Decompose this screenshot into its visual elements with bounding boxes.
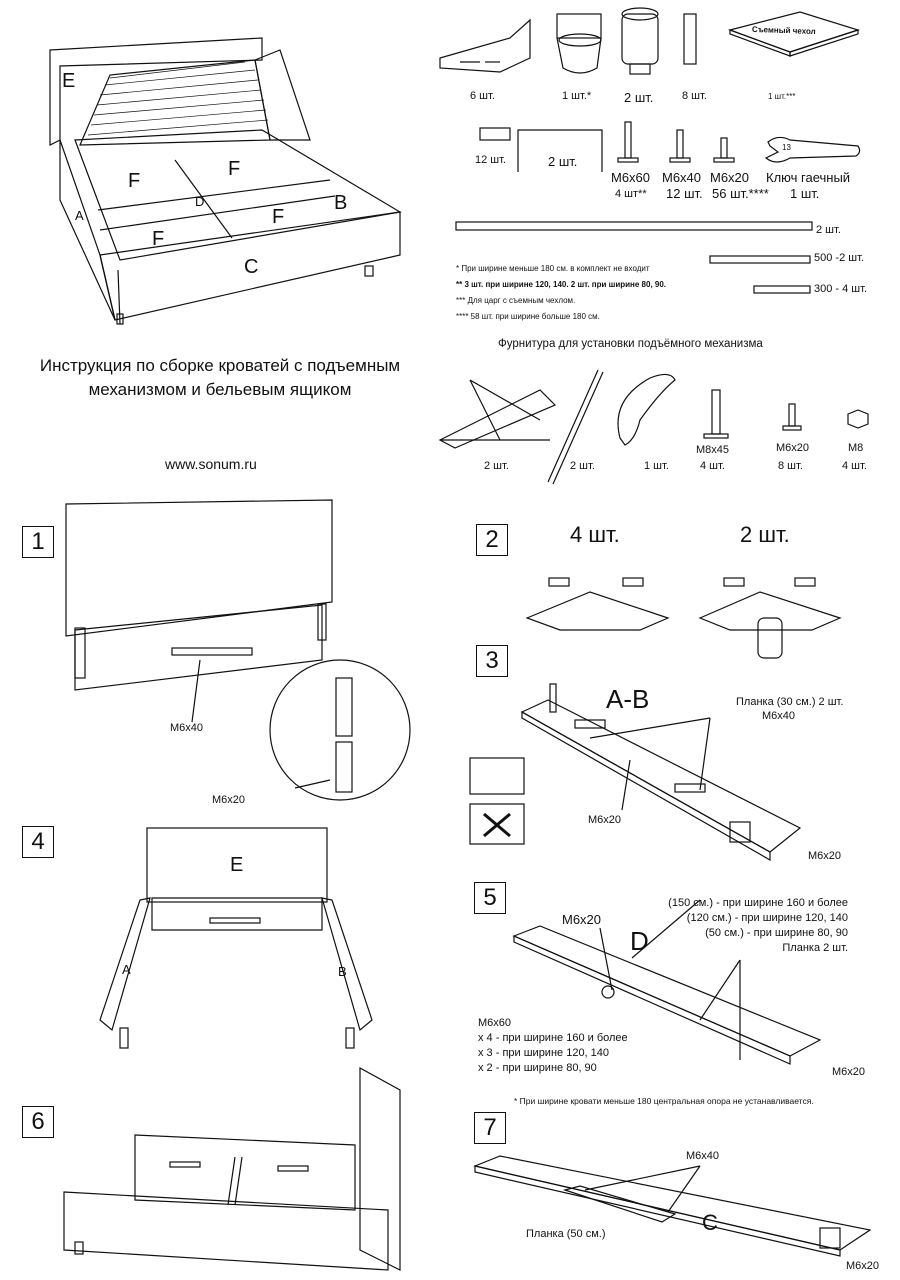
step-7-number: 7 bbox=[474, 1112, 506, 1144]
mechanism-heading: Фурнитура для установки подъёмного механ… bbox=[498, 338, 763, 350]
step2-qty-left: 4 шт. bbox=[570, 522, 620, 547]
bracket-qty: 6 шт. bbox=[470, 90, 495, 102]
step5-m60-3: х 3 - при ширине 120, 140 bbox=[478, 1047, 610, 1059]
step-6-number: 6 bbox=[22, 1106, 54, 1138]
bolt-m6x60-qty: 4 шт** bbox=[615, 188, 647, 200]
step5-note-2: (120 см.) - при ширине 120, 140 bbox=[686, 912, 848, 924]
bolt-m6x20-name: М6х20 bbox=[710, 170, 750, 185]
overview-label-e: E bbox=[62, 70, 76, 92]
footnote-2: ** 3 шт. при ширине 120, 140. 2 шт. при … bbox=[456, 280, 667, 289]
bolt-m6x40-qty: 12 шт. bbox=[666, 186, 703, 201]
step-4-number: 4 bbox=[22, 826, 54, 858]
overview-label-f2: F bbox=[228, 158, 241, 180]
rail-500-qty: 500 -2 шт. bbox=[814, 252, 864, 264]
step-2-number: 2 bbox=[476, 524, 508, 556]
instruction-title: Инструкция по сборке кроватей с подъемны… bbox=[10, 354, 430, 402]
long-rail-qty: 2 шт. bbox=[816, 224, 841, 236]
corner-qty: 1 шт.* bbox=[562, 90, 592, 102]
step-5-number: 5 bbox=[474, 882, 506, 914]
step5-m60-notes: М6х60 х 4 - при ширине 160 и более х 3 -… bbox=[478, 1016, 628, 1076]
step5-m60-1: М6х60 bbox=[478, 1017, 512, 1029]
step2-qty-right: 2 шт. bbox=[740, 522, 790, 547]
mechanism-illustrations bbox=[438, 369, 869, 485]
bolt-m6x20-qty: 56 шт.**** bbox=[712, 186, 769, 201]
rail-300-qty: 300 - 4 шт. bbox=[814, 283, 868, 295]
overview-label-b: B bbox=[334, 192, 348, 214]
step6-illustration bbox=[63, 1066, 401, 1271]
bolt-m6x60-name: М6х60 bbox=[611, 170, 651, 185]
nut-m8-name: М8 bbox=[848, 442, 864, 454]
step3-illustration bbox=[469, 683, 802, 862]
overview-label-f4: F bbox=[152, 228, 165, 250]
step5-illustration bbox=[512, 899, 822, 1065]
step4-illustration bbox=[99, 827, 373, 1049]
footnote-1: * При ширине меньше 180 см. в комплект н… bbox=[456, 264, 650, 273]
footnote-3: *** Для царг с съемным чехлом. bbox=[456, 296, 576, 305]
bolt-m8x45-name: М8х45 bbox=[696, 444, 730, 456]
step3-rail-bolt: М6х40 bbox=[762, 710, 796, 722]
bed-overview-illustration bbox=[49, 37, 402, 325]
overview-label-c: C bbox=[244, 256, 259, 278]
step1-bolt-m6x20: М6х20 bbox=[212, 794, 246, 806]
step4-label-a: A bbox=[122, 962, 131, 977]
step4-label-b: B bbox=[338, 964, 347, 979]
step4-label-e: E bbox=[230, 854, 244, 876]
website-link[interactable]: www.sonum.ru bbox=[165, 456, 257, 472]
step7-illustration bbox=[472, 1155, 872, 1257]
bolt-m6x40-name: М6х40 bbox=[662, 170, 702, 185]
step-3-number: 3 bbox=[476, 645, 508, 677]
cap-qty: 12 шт. bbox=[475, 154, 506, 166]
leg-qty: 2 шт. bbox=[624, 90, 654, 105]
step5-bolt-right: М6х20 bbox=[832, 1066, 866, 1078]
footnote-4: **** 58 шт. при ширине больше 180 см. bbox=[456, 312, 600, 321]
title-line-2: механизмом и бельевым ящиком bbox=[88, 380, 352, 399]
bolt-m6x20-mech-name: М6х20 bbox=[776, 442, 810, 454]
step5-label-d: D bbox=[630, 926, 649, 956]
step3-bolt-left: М6х20 bbox=[588, 814, 622, 826]
title-line-1: Инструкция по сборке кроватей с подъемны… bbox=[39, 356, 401, 375]
step5-bolt-top: М6х20 bbox=[562, 912, 602, 927]
gas-spring-qty: 2 шт. bbox=[570, 460, 595, 472]
step5-note-4: Планка 2 шт. bbox=[782, 942, 848, 954]
staple-qty: 2 шт. bbox=[548, 154, 578, 169]
bolt-m6x20-mech-qty: 8 шт. bbox=[778, 460, 803, 472]
step2-illustration bbox=[525, 577, 842, 659]
overview-label-d: D bbox=[195, 194, 205, 209]
step3-rail-label: Планка (30 см.) 2 шт. bbox=[736, 696, 844, 708]
step1-bolt-m6x40: М6х40 bbox=[170, 722, 204, 734]
belt-qty: 1 шт. bbox=[644, 460, 669, 472]
step-1-number: 1 bbox=[22, 526, 54, 558]
wrench-qty: 1 шт. bbox=[790, 186, 820, 201]
cover-qty: 1 шт.*** bbox=[768, 92, 796, 101]
plate-qty: 8 шт. bbox=[682, 90, 707, 102]
step5-note-1: (150 см.) - при ширине 160 и более bbox=[668, 897, 848, 909]
nut-m8-qty: 4 шт. bbox=[842, 460, 867, 472]
parts-illustrations bbox=[439, 7, 861, 294]
step3-title-ab: A-B bbox=[606, 684, 650, 714]
step5-rail-notes: (150 см.) - при ширине 160 и более (120 … bbox=[650, 896, 848, 956]
step7-label-c: C bbox=[702, 1210, 718, 1235]
step7-bolt-top: М6х40 bbox=[686, 1150, 720, 1162]
step5-footnote: * При ширине кровати меньше 180 централь… bbox=[514, 1096, 814, 1106]
overview-label-f3: F bbox=[272, 206, 285, 228]
step3-bolt-right: М6х20 bbox=[808, 850, 842, 862]
step1-illustration bbox=[65, 499, 411, 801]
step5-m60-2: х 4 - при ширине 160 и более bbox=[478, 1032, 628, 1044]
overview-label-a: A bbox=[75, 208, 84, 223]
wrench-mark: 13 bbox=[782, 143, 791, 152]
step5-m60-4: х 2 - при ширине 80, 90 bbox=[478, 1062, 597, 1074]
wrench-name: Ключ гаечный bbox=[766, 170, 851, 185]
step5-note-3: (50 см.) - при ширине 80, 90 bbox=[705, 927, 848, 939]
overview-label-f1: F bbox=[128, 170, 141, 192]
lift-qty: 2 шт. bbox=[484, 460, 509, 472]
bolt-m8x45-qty: 4 шт. bbox=[700, 460, 725, 472]
step7-rail-label: Планка (50 см.) bbox=[526, 1228, 606, 1240]
step7-bolt-right: М6х20 bbox=[846, 1260, 880, 1272]
